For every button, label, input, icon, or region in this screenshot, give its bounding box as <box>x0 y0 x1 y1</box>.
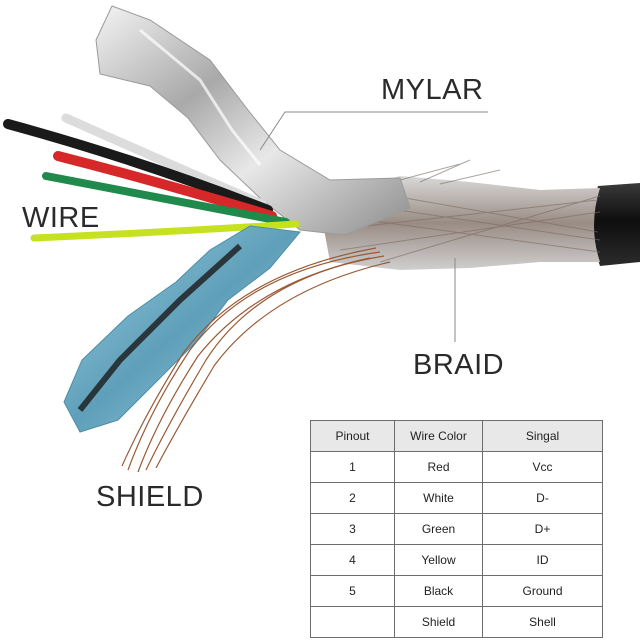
red-wire <box>53 151 277 221</box>
wire-color-cell: White <box>394 482 483 514</box>
table-row: 1 Red Vcc <box>310 451 603 483</box>
table-row: 2 White D- <box>310 482 603 514</box>
wire-color-cell: Green <box>394 513 483 545</box>
wire-color-cell: Black <box>394 575 483 607</box>
pin-cell: 4 <box>310 544 395 576</box>
wire-color-cell: Red <box>394 451 483 483</box>
green-wire <box>42 172 290 226</box>
wire-label: WIRE <box>22 202 100 234</box>
black-wire <box>3 119 273 215</box>
wire-color-cell: Shield <box>394 606 483 638</box>
pin-cell <box>310 606 395 638</box>
table-row: 4 Yellow ID <box>310 544 603 576</box>
pinout-table: Pinout Wire Color Singal 1 Red Vcc 2 Whi… <box>310 420 603 638</box>
mylar-foil <box>95 5 411 236</box>
signal-cell: Vcc <box>482 451 603 483</box>
column-header-wire-color: Wire Color <box>394 420 483 452</box>
copper-drain-wire <box>121 247 391 473</box>
pin-cell: 2 <box>310 482 395 514</box>
table-row: Shield Shell <box>310 606 603 638</box>
mylar-leader-line <box>259 111 488 151</box>
column-header-pinout: Pinout <box>310 420 395 452</box>
column-header-signal: Singal <box>482 420 603 452</box>
signal-cell: D- <box>482 482 603 514</box>
shield-label: SHIELD <box>96 481 204 513</box>
table-row: 3 Green D+ <box>310 513 603 545</box>
yellow-wire <box>30 220 300 242</box>
mylar-label: MYLAR <box>381 74 484 106</box>
table-row: 5 Black Ground <box>310 575 603 607</box>
signal-cell: Ground <box>482 575 603 607</box>
signal-cell: ID <box>482 544 603 576</box>
cable-jacket <box>592 183 640 266</box>
braid-label: BRAID <box>413 349 505 381</box>
pin-cell: 5 <box>310 575 395 607</box>
blue-shield-foil <box>63 225 301 433</box>
pin-cell: 1 <box>310 451 395 483</box>
pin-cell: 3 <box>310 513 395 545</box>
wire-color-cell: Yellow <box>394 544 483 576</box>
table-header-row: Pinout Wire Color Singal <box>310 420 603 452</box>
signal-cell: D+ <box>482 513 603 545</box>
signal-cell: Shell <box>482 606 603 638</box>
